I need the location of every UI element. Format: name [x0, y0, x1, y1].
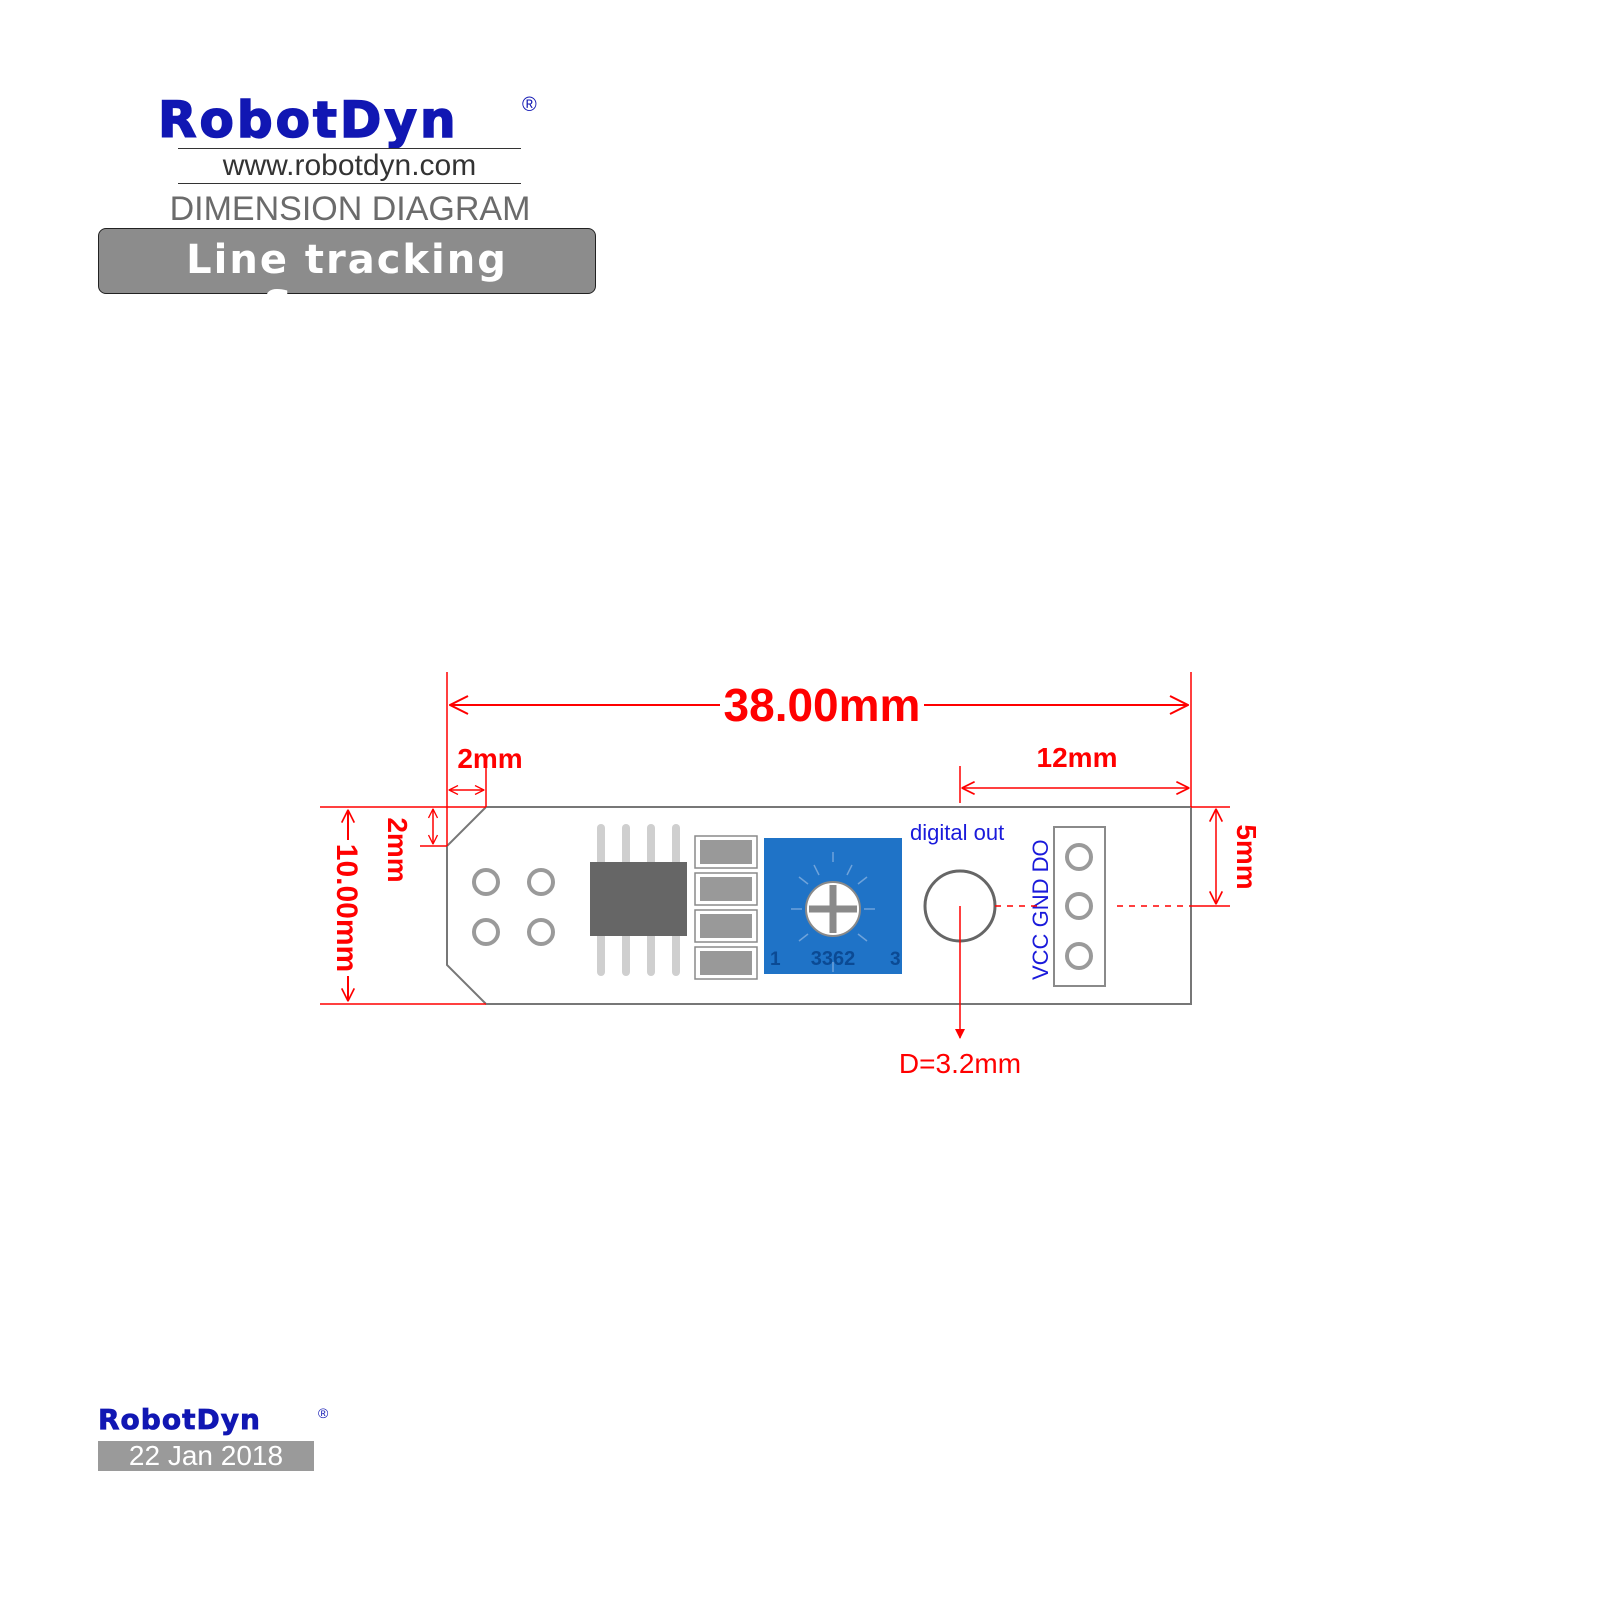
footer-registered-mark: ®: [318, 1405, 329, 1421]
comparator-chip: [590, 824, 687, 976]
sensor-hole: [472, 918, 500, 946]
product-name-box: Line tracking Sensor: [98, 228, 596, 329]
pot-pin-1-label: 1: [770, 949, 781, 970]
chamfer-y-label: 2mm: [382, 817, 413, 882]
smd-resistors: [694, 835, 758, 980]
overall-width-label: 10.00mm: [330, 844, 363, 972]
document-type: DIMENSION DIAGRAM: [169, 190, 531, 228]
document-date: 22 Jan 2018: [98, 1441, 314, 1471]
sensor-holes: [472, 868, 555, 946]
potentiometer: 1 3362 3: [764, 838, 902, 974]
pin-labels: VCC GND DO: [1028, 839, 1053, 980]
pin-do: [1065, 843, 1093, 871]
sensor-hole: [472, 868, 500, 896]
digital-out-label: digital out: [910, 820, 1004, 845]
overall-length-label: 38.00mm: [724, 679, 921, 731]
pot-pin-3-label: 3: [890, 949, 901, 970]
registered-mark: ®: [522, 94, 537, 116]
pot-model-label: 3362: [811, 948, 856, 970]
extension-lines: [320, 672, 1230, 1005]
sensor-hole: [527, 868, 555, 896]
website-url: www.robotdyn.com: [178, 148, 521, 184]
pin-header: [1053, 826, 1106, 987]
product-name: Line tracking Sensor: [186, 237, 508, 329]
sensor-hole: [527, 918, 555, 946]
pin-vcc: [1065, 942, 1093, 970]
footer-brand-text: RobotDyn: [98, 1403, 261, 1437]
chamfer-x-label: 2mm: [457, 743, 522, 774]
footer-brand-logo: RobotDyn ®: [98, 1403, 329, 1437]
pin-gnd: [1065, 892, 1093, 920]
brand-logo: RobotDyn ®: [157, 91, 537, 149]
header-center-label: 5mm: [1231, 824, 1262, 889]
brand-logo-text: RobotDyn: [157, 91, 459, 149]
hole-diameter-label: D=3.2mm: [899, 1048, 1021, 1079]
header-offset-label: 12mm: [1037, 742, 1118, 773]
